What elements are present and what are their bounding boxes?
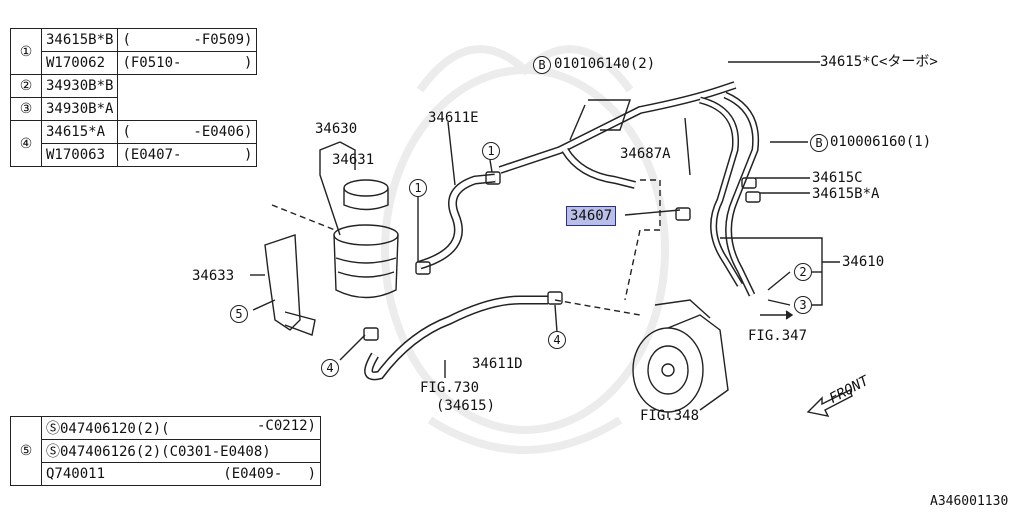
callout-1: 1 <box>482 142 500 160</box>
ref-2: ② <box>10 74 42 98</box>
watermark-emblem <box>381 45 669 454</box>
reservoir-tank <box>333 179 399 299</box>
part-cell: 34930B*B <box>40 74 119 98</box>
callout-3: 3 <box>794 296 812 314</box>
callout-4: 4 <box>548 331 566 349</box>
pump <box>632 299 729 413</box>
label-fig348[interactable]: FIG.348 <box>640 408 700 424</box>
part-cell: 34615*A <box>40 120 119 144</box>
b-bolt-icon: B <box>533 56 551 74</box>
callout-1: 1 <box>409 179 427 197</box>
label-34610: 34610 <box>842 254 885 270</box>
diagram-code: A346001130 <box>930 494 1009 509</box>
part-cell: W170062 <box>40 51 119 75</box>
part-cell: 34930B*A <box>40 97 119 121</box>
range-cell: (-F0509) <box>117 28 258 52</box>
label-010106140: 010106140(2) <box>554 56 656 72</box>
label-34687A: 34687A <box>620 146 671 162</box>
label-fig730-sub: (34615) <box>436 398 496 414</box>
parts-table-1: ① 34615B*B (-F0509) W170062 (F0510-) ② 3… <box>10 28 258 167</box>
label-34607-highlight[interactable]: 34607 <box>566 206 617 226</box>
callout-4: 4 <box>321 359 339 377</box>
part-cell: Ⓢ047406120(2)(-C0212) <box>41 416 321 440</box>
label-34633: 34633 <box>192 268 235 284</box>
label-010006160: 010006160(1) <box>830 134 932 150</box>
range-cell: (E0407-) <box>117 143 258 167</box>
label-34615BA: 34615B*A <box>812 186 880 202</box>
parts-table-2: ⑤ Ⓢ047406120(2)(-C0212) Ⓢ047406126(2)(C0… <box>10 416 321 486</box>
ref-4: ④ <box>10 120 42 167</box>
part-cell: 34615B*B <box>40 28 119 52</box>
part-cell: Q740011(E0409- ) <box>41 462 321 486</box>
label-34630: 34630 <box>315 121 358 137</box>
range-cell: (F0510-) <box>117 51 258 75</box>
label-fig347[interactable]: FIG.347 <box>748 328 808 344</box>
part-cell: W170063 <box>40 143 119 167</box>
front-arrow <box>806 389 853 417</box>
bracket <box>264 234 316 336</box>
ref-5: ⑤ <box>10 416 42 486</box>
callout-2: 2 <box>794 263 812 281</box>
label-34611D: 34611D <box>472 356 523 372</box>
label-34611E: 34611E <box>428 110 479 126</box>
part-cell: Ⓢ047406126(2)(C0301-E0408) <box>41 439 321 463</box>
label-34615C-turbo: 34615*C<ターボ> <box>820 54 938 70</box>
ref-3: ③ <box>10 97 42 121</box>
range-cell: (-E0406) <box>117 120 258 144</box>
callout-5: 5 <box>230 305 248 323</box>
label-fig730[interactable]: FIG.730 <box>420 380 480 396</box>
label-34631: 34631 <box>332 152 375 168</box>
label-34615C: 34615C <box>812 170 863 186</box>
b-bolt-icon: B <box>810 134 828 152</box>
ref-1: ① <box>10 28 42 75</box>
